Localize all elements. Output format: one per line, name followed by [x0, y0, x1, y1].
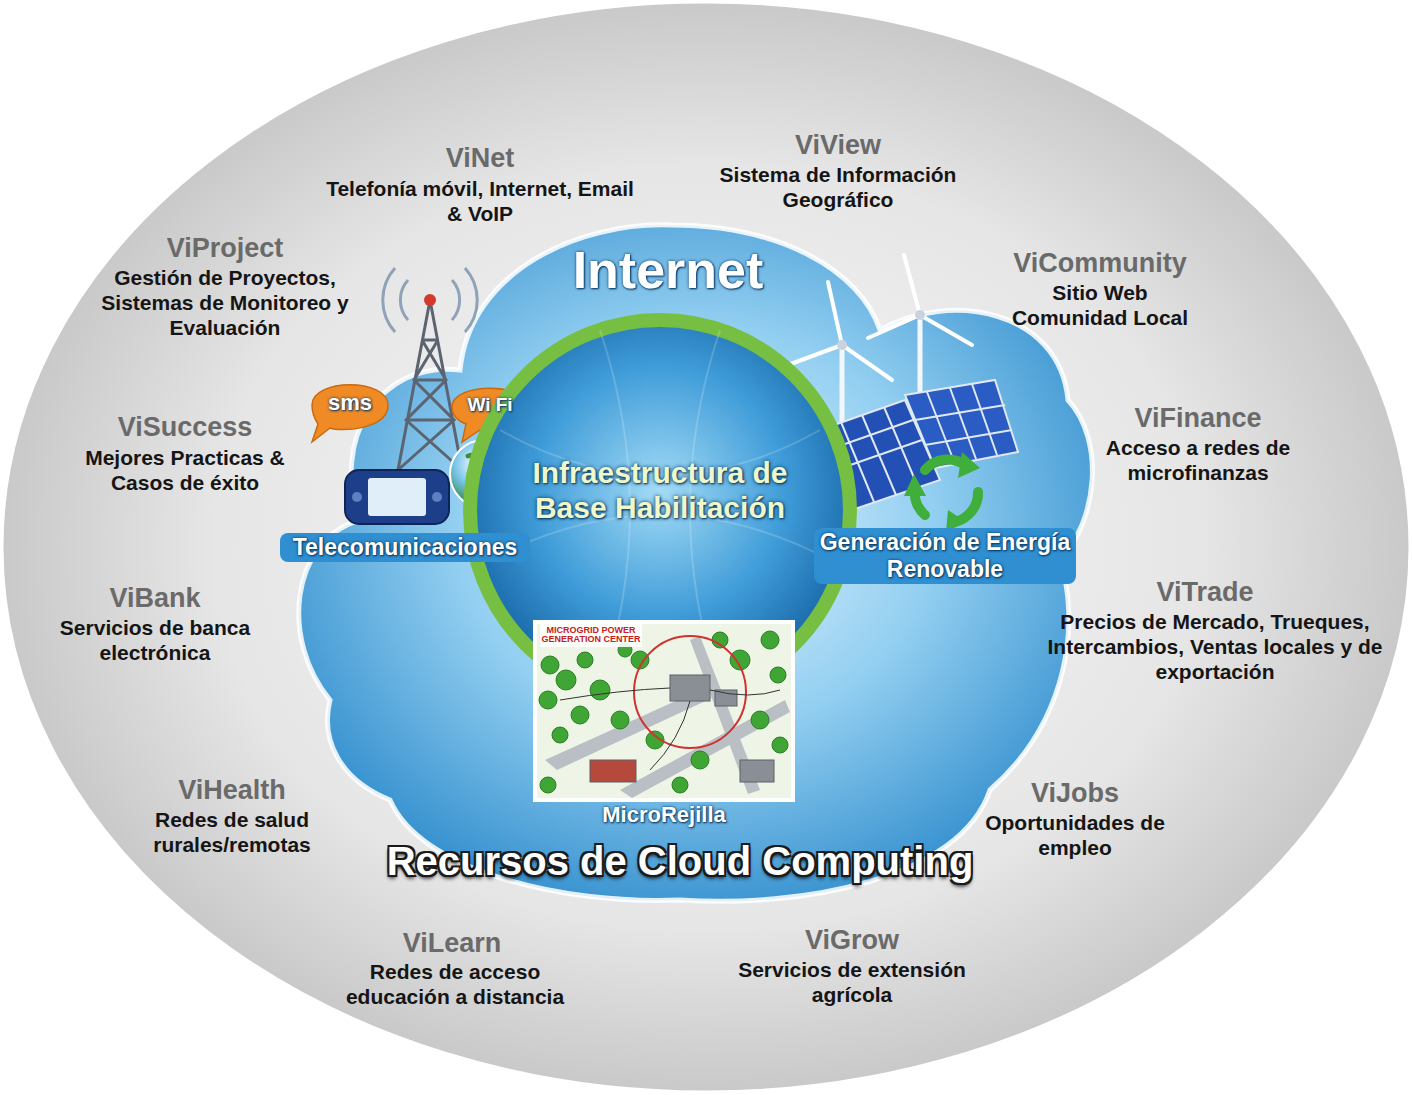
- illustration-part: [904, 452, 980, 532]
- illustration-part: [740, 760, 774, 782]
- service-name: ViJobs: [945, 778, 1205, 810]
- illustration-part: [577, 652, 593, 668]
- illustration-part: [672, 777, 688, 793]
- illustration-part: [571, 706, 589, 724]
- illustration-part: [788, 282, 892, 380]
- service-description: Mejores Practicas & Casos de éxito: [75, 446, 295, 496]
- service-name: ViProject: [95, 233, 355, 265]
- illustration-part: [368, 478, 426, 516]
- illustration-part: [541, 656, 559, 674]
- illustration-part: [620, 700, 790, 798]
- illustration-part: [383, 268, 477, 332]
- service-name: ViNet: [350, 143, 610, 175]
- service-name: ViCommunity: [970, 248, 1230, 280]
- illustration-part: [535, 622, 793, 800]
- illustration-part: [398, 300, 462, 470]
- illustration-part: [590, 680, 610, 700]
- illustration-part: [788, 255, 972, 380]
- illustration-part: [345, 470, 449, 524]
- service-description: Servicios de extensión agrícola: [732, 958, 972, 1008]
- service-name: ViHealth: [102, 775, 362, 807]
- illustration-part: [539, 631, 788, 793]
- illustration-part: [465, 268, 477, 332]
- illustration-part: [634, 636, 746, 748]
- service-description: Redes de acceso educación a distancia: [324, 960, 586, 1010]
- service-name: ViBank: [25, 583, 285, 615]
- picture-label: sms: [312, 390, 388, 416]
- service-description: Servicios de banca electrónica: [48, 616, 262, 666]
- illustration-part: [590, 760, 636, 782]
- microgrid-title: MicroRejilla: [544, 802, 784, 828]
- service-description: Acceso a redes de microfinanzas: [1096, 436, 1301, 486]
- illustration-part: [670, 675, 710, 701]
- illustration-part: [312, 385, 388, 442]
- ring-title: Infraestructura de Base Habilitación: [525, 455, 795, 526]
- illustration-part: [915, 310, 925, 320]
- service-name: ViTrade: [1075, 577, 1335, 609]
- illustration-part: [400, 280, 408, 320]
- service-name: ViView: [708, 130, 968, 162]
- illustration-part: [915, 384, 1012, 464]
- illustration-part: [540, 777, 556, 793]
- service-description: Redes de salud rurales/remotas: [127, 808, 337, 858]
- service-name: ViLearn: [322, 928, 582, 960]
- illustration-part: [432, 492, 442, 502]
- microgrid-box: MicroRejilla: [533, 620, 795, 835]
- illustration-part: [925, 460, 965, 470]
- cloud-title: Internet: [458, 240, 878, 301]
- illustration-part: [560, 688, 780, 770]
- illustration-part: [904, 474, 926, 496]
- illustration-part: [715, 690, 737, 706]
- illustration-part: [398, 300, 462, 470]
- service-description: Sitio Web Comunidad Local: [993, 281, 1208, 331]
- illustration-part: [837, 340, 847, 350]
- illustration-part: [545, 636, 790, 798]
- illustration-part: [611, 711, 629, 729]
- service-name: ViFinance: [1068, 403, 1328, 435]
- illustration-part: [958, 452, 980, 478]
- illustration-part: [751, 711, 769, 729]
- illustration-part: [539, 691, 557, 709]
- illustration-part: [691, 751, 709, 769]
- illustration-part: [761, 631, 779, 649]
- service-description: Gestión de Proyectos, Sistemas de Monito…: [91, 266, 359, 340]
- illustration-part: [383, 268, 395, 332]
- illustration-part: [552, 727, 568, 743]
- illustration-part: [772, 737, 788, 753]
- service-name: ViGrow: [722, 925, 982, 957]
- picture-label: Telecomunicaciones: [280, 533, 530, 562]
- illustration-part: [560, 688, 780, 770]
- illustration-part: [424, 294, 436, 306]
- illustration-part: [452, 280, 460, 320]
- service-name: ViSuccess: [55, 412, 315, 444]
- illustration-part: [770, 667, 786, 683]
- illustration-part: [540, 624, 642, 647]
- picture-label: MICROGRID POWER GENERATION CENTER: [541, 626, 641, 645]
- illustration-part: [905, 380, 1018, 468]
- illustration-part: [352, 492, 362, 502]
- picture-label: Wi Fi: [452, 394, 528, 416]
- service-description: Precios de Mercado, Trueques, Intercambi…: [1030, 610, 1400, 684]
- illustration-part: [299, 225, 1093, 901]
- picture-label: Generación de Energía Renovable: [814, 528, 1076, 584]
- service-description: Oportunidades de empleo: [983, 811, 1168, 861]
- cloud-caption: Recursos de Cloud Computing: [300, 838, 1060, 885]
- service-description: Sistema de Información Geográfico: [688, 163, 988, 213]
- illustration-part: [556, 670, 576, 690]
- illustration-part: [868, 255, 972, 345]
- service-description: Telefonía móvil, Internet, Email & VoIP: [325, 177, 635, 227]
